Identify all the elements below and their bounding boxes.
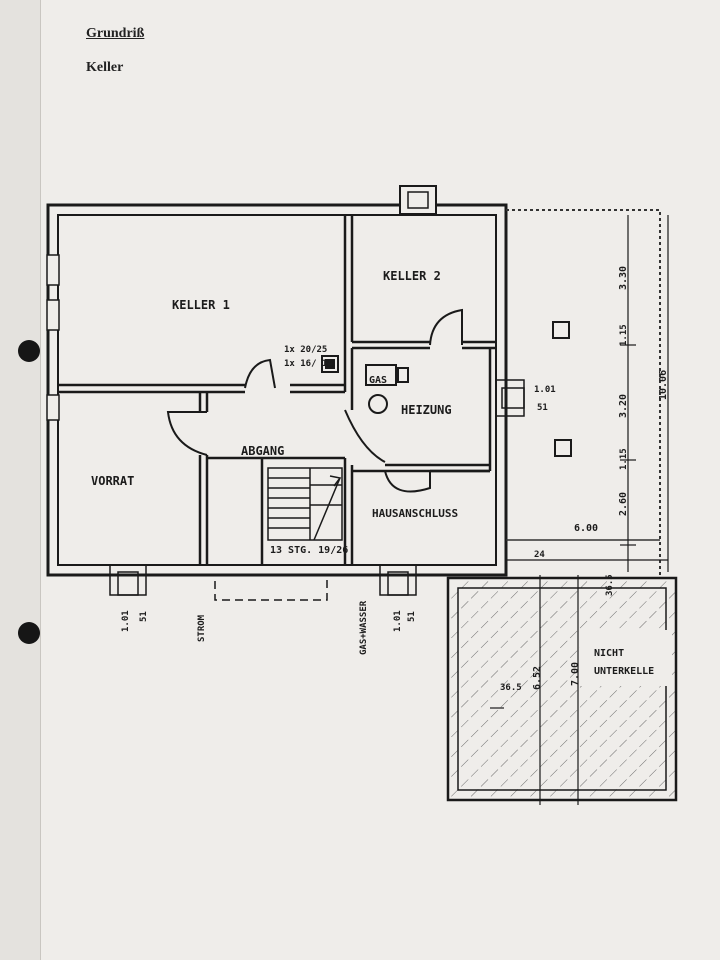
gas-label: GAS [369, 375, 387, 386]
dim-115-bottom: 1.15 [619, 448, 629, 470]
gas-installation [321, 355, 409, 414]
chimney [399, 185, 437, 215]
room-keller-1: KELLER 1 [172, 298, 230, 312]
window-mid-height: 51 [407, 611, 417, 622]
window-mid-width: 1.01 [393, 610, 403, 632]
dim-320: 3.20 [618, 394, 629, 418]
terrace-post-1 [552, 321, 570, 339]
dimension-lines [490, 215, 669, 805]
page-title: Grundriß [86, 26, 145, 41]
light-wells [109, 379, 525, 601]
dim-24: 24 [534, 550, 545, 560]
side-windows [46, 254, 60, 421]
flue-label-2: 1x 16/ 14 [284, 359, 333, 369]
room-vorrat: VORRAT [91, 474, 134, 488]
window-left-height: 51 [139, 611, 149, 622]
room-abgang: ABGANG [241, 444, 284, 458]
window-right-height: 51 [537, 403, 548, 413]
dim-600: 6.00 [574, 523, 598, 534]
staircase [267, 467, 343, 541]
dim-652: 6.52 [532, 666, 543, 690]
terrace-post-2 [554, 439, 572, 457]
window-left-width: 1.01 [121, 610, 131, 632]
doors [166, 308, 463, 493]
strom-label: STROM [197, 614, 207, 642]
unbasemented-area [446, 576, 678, 802]
room-heizung: HEIZUNG [401, 403, 452, 417]
dim-365-left: 36.5 [500, 683, 522, 693]
punch-hole-top [18, 340, 40, 362]
dim-115-top: 1.15 [619, 324, 629, 346]
unbasemented-label-2: UNTERKELLE [594, 666, 654, 677]
flue-label-1: 1x 20/25 [284, 345, 327, 355]
interior-walls [58, 215, 496, 565]
punch-hole-bottom [18, 622, 40, 644]
dim-1006: 10.06 [658, 370, 669, 400]
gas-wasser-label: GAS+WASSER [359, 600, 369, 655]
dim-260: 2.60 [618, 492, 629, 516]
chimney-flue [407, 191, 429, 209]
dim-700: 7.00 [570, 662, 581, 686]
terrace-outline [506, 209, 661, 575]
window-right-width: 1.01 [534, 385, 556, 395]
room-hausanschluss: HAUSANSCHLUSS [372, 507, 458, 520]
dim-330: 3.30 [618, 266, 629, 290]
unbasemented-label-1: NICHT [594, 648, 624, 659]
dim-365-top: 36.5 [605, 574, 615, 596]
page-margin [0, 0, 40, 960]
room-keller-2: KELLER 2 [383, 269, 441, 283]
page-subtitle: Keller [86, 60, 124, 75]
stairs-label: 13 STG. 19/26 [270, 545, 348, 556]
